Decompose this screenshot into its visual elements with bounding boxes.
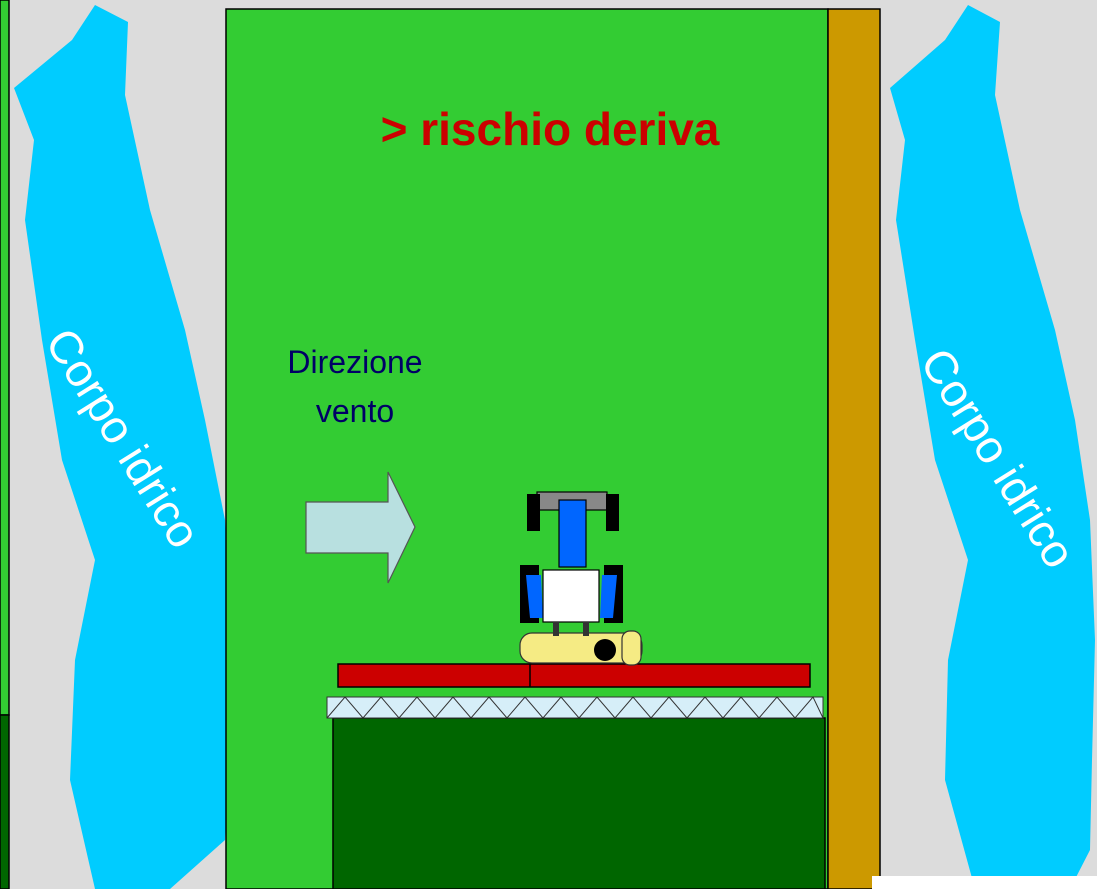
right-water-body xyxy=(890,5,1095,889)
spray-boom xyxy=(337,663,811,688)
wind-direction-arrow-icon xyxy=(305,471,416,584)
tractor-icon xyxy=(520,491,623,636)
nozzle-spray-icon xyxy=(326,696,824,719)
tank-cap xyxy=(621,630,642,666)
hedge-strip xyxy=(827,8,881,889)
left-field-strip xyxy=(0,0,10,716)
left-water-body xyxy=(14,5,232,889)
corner-patch xyxy=(872,876,1097,889)
drift-risk-title: > rischio deriva xyxy=(381,103,720,155)
left-sprayed-strip xyxy=(0,714,10,889)
wind-label-line1: Direzione xyxy=(287,344,422,380)
pump-icon xyxy=(594,639,616,661)
sprayed-area xyxy=(332,717,826,889)
wind-label-line2: vento xyxy=(316,393,394,429)
